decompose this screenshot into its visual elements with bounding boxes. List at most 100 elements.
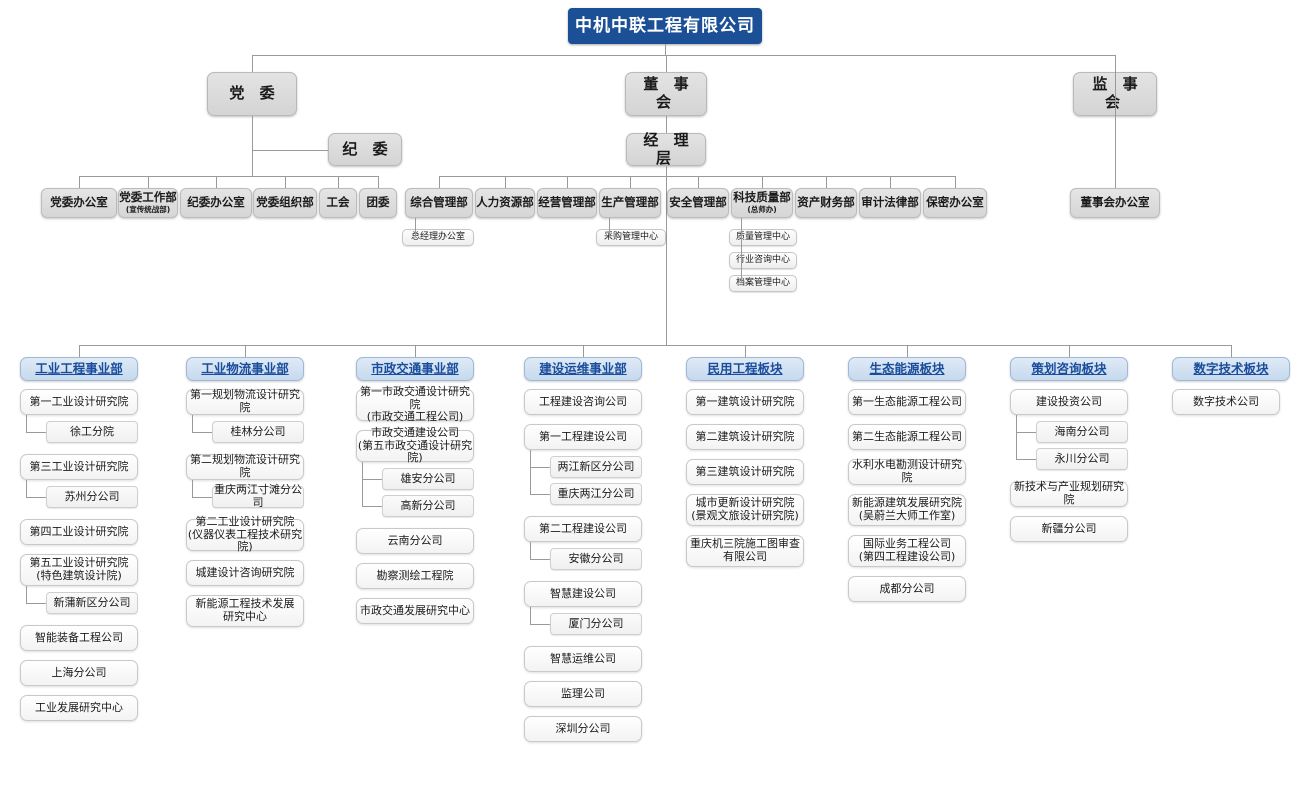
unit-box[interactable]: 新能源工程技术发展 研究中心	[186, 595, 304, 627]
unit-box[interactable]: 第一建筑设计研究院	[686, 389, 804, 415]
unit-box[interactable]: 智慧运维公司	[524, 646, 642, 672]
unit-box[interactable]: 工程建设咨询公司	[524, 389, 642, 415]
unit-box[interactable]: 第一工程建设公司	[524, 424, 642, 450]
unit-box[interactable]: 第一生态能源工程公司	[848, 389, 966, 415]
unit-box[interactable]: 新疆分公司	[1010, 516, 1128, 542]
dept-label: 纪委办公室	[187, 195, 245, 210]
unit-box[interactable]: 第二工程建设公司	[524, 516, 642, 542]
unit-box[interactable]: 水利水电勘测设计研究院	[848, 458, 966, 485]
node-center-quality[interactable]: 质量管理中心	[729, 229, 797, 246]
unit-box[interactable]: 城市更新设计研究院 (景观文旅设计研究院)	[686, 494, 804, 526]
child-box[interactable]: 徐工分院	[46, 421, 138, 443]
node-dept-party-organization[interactable]: 党委组织部	[253, 188, 317, 218]
unit-box[interactable]: 工业发展研究中心	[20, 695, 138, 721]
division-header-division-municipal-transport[interactable]: 市政交通事业部	[356, 357, 474, 381]
node-dept-youth-league[interactable]: 团委	[359, 188, 397, 218]
node-dept-confidential[interactable]: 保密办公室	[923, 188, 987, 218]
child-box[interactable]: 苏州分公司	[46, 486, 138, 508]
unit-box[interactable]: 重庆机三院施工图审查 有限公司	[686, 535, 804, 567]
unit-box[interactable]: 第二工业设计研究院 (仪器仪表工程技术研究院)	[186, 514, 304, 554]
node-dept-production[interactable]: 生产管理部	[599, 188, 661, 218]
unit-box[interactable]: 第二生态能源工程公司	[848, 424, 966, 450]
connector-line	[1016, 432, 1036, 433]
node-dept-party-office[interactable]: 党委办公室	[41, 188, 117, 218]
connector-line	[192, 497, 212, 498]
division-header-division-eco-energy[interactable]: 生态能源板块	[848, 357, 966, 381]
node-dept-human-resources[interactable]: 人力资源部	[475, 188, 535, 218]
division-header-division-construction-ops[interactable]: 建设运维事业部	[524, 357, 642, 381]
unit-box[interactable]: 监理公司	[524, 681, 642, 707]
node-management-layer[interactable]: 经 理 层	[626, 131, 706, 166]
connector-line	[252, 149, 328, 151]
node-dept-operations[interactable]: 经营管理部	[537, 188, 597, 218]
division-header-division-planning-consulting[interactable]: 策划咨询板块	[1010, 357, 1128, 381]
child-box[interactable]: 两江新区分公司	[550, 456, 642, 478]
node-discipline-committee[interactable]: 纪 委	[328, 133, 402, 166]
unit-box[interactable]: 第一规划物流设计研究院	[186, 388, 304, 415]
dept-label: 党委组织部	[256, 195, 314, 210]
child-box[interactable]: 重庆两江寸滩分公司	[212, 483, 304, 509]
unit-box[interactable]: 勘察测绘工程院	[356, 563, 474, 589]
child-box[interactable]: 安徽分公司	[550, 548, 642, 570]
node-dept-safety[interactable]: 安全管理部	[667, 188, 729, 218]
unit-box[interactable]: 国际业务工程公司 (第四工程建设公司)	[848, 535, 966, 567]
node-dept-labor-union[interactable]: 工会	[319, 188, 357, 218]
connector-line	[890, 176, 891, 188]
unit-box[interactable]: 新技术与产业规划研究院	[1010, 480, 1128, 507]
child-box[interactable]: 海南分公司	[1036, 421, 1128, 443]
unit-box[interactable]: 云南分公司	[356, 528, 474, 554]
connector-line	[666, 166, 667, 345]
child-box[interactable]: 桂林分公司	[212, 421, 304, 443]
connector-line	[26, 415, 27, 432]
unit-box[interactable]: 市政交通发展研究中心	[356, 598, 474, 624]
division-header-division-industrial-logistics[interactable]: 工业物流事业部	[186, 357, 304, 381]
unit-box[interactable]: 第一工业设计研究院	[20, 389, 138, 415]
node-center-gm-office[interactable]: 总经理办公室	[402, 229, 474, 246]
child-box[interactable]: 重庆两江分公司	[550, 483, 642, 505]
dept-label: 经营管理部	[538, 195, 596, 210]
connector-line	[245, 345, 246, 357]
division-header-division-industrial-engineering[interactable]: 工业工程事业部	[20, 357, 138, 381]
node-center-procurement[interactable]: 采购管理中心	[596, 229, 666, 246]
unit-box[interactable]: 第二规划物流设计研究院	[186, 453, 304, 480]
child-box[interactable]: 雄安分公司	[382, 468, 474, 490]
unit-box[interactable]: 上海分公司	[20, 660, 138, 686]
unit-box[interactable]: 数字技术公司	[1172, 389, 1280, 415]
child-box[interactable]: 厦门分公司	[550, 613, 642, 635]
node-dept-general-management[interactable]: 综合管理部	[405, 188, 473, 218]
unit-box[interactable]: 城建设计咨询研究院	[186, 560, 304, 586]
dept-label: 人力资源部	[476, 195, 534, 210]
child-box[interactable]: 永川分公司	[1036, 448, 1128, 470]
child-box[interactable]: 新蒲新区分公司	[46, 592, 138, 614]
connector-line	[630, 176, 631, 188]
unit-box[interactable]: 第三建筑设计研究院	[686, 459, 804, 485]
unit-box[interactable]: 第五工业设计研究院 (特色建筑设计院)	[20, 554, 138, 586]
unit-box[interactable]: 新能源建筑发展研究院 (吴蔚兰大师工作室)	[848, 494, 966, 526]
division-header-division-civil-engineering[interactable]: 民用工程板块	[686, 357, 804, 381]
node-dept-discipline-office[interactable]: 纪委办公室	[180, 188, 252, 218]
node-board-of-directors[interactable]: 董 事 会	[625, 72, 707, 116]
unit-box[interactable]: 智慧建设公司	[524, 581, 642, 607]
node-party-committee[interactable]: 党 委	[207, 72, 297, 116]
node-dept-audit-legal[interactable]: 审计法律部	[859, 188, 921, 218]
connector-line	[530, 542, 531, 559]
unit-box[interactable]: 第四工业设计研究院	[20, 519, 138, 545]
node-center-industry-advisory[interactable]: 行业咨询中心	[729, 252, 797, 269]
node-dept-asset-finance[interactable]: 资产财务部	[795, 188, 857, 218]
node-center-archives[interactable]: 档案管理中心	[729, 275, 797, 292]
unit-box[interactable]: 智能装备工程公司	[20, 625, 138, 651]
child-box[interactable]: 高新分公司	[382, 495, 474, 517]
division-header-division-digital-technology[interactable]: 数字技术板块	[1172, 357, 1290, 381]
unit-box[interactable]: 深圳分公司	[524, 716, 642, 742]
unit-box[interactable]: 第二建筑设计研究院	[686, 424, 804, 450]
unit-box[interactable]: 第三工业设计研究院	[20, 454, 138, 480]
unit-box[interactable]: 成都分公司	[848, 576, 966, 602]
node-dept-party-work[interactable]: 党委工作部(宣传统战部)	[118, 188, 178, 218]
dept-label: 生产管理部	[601, 195, 659, 210]
unit-box[interactable]: 市政交通建设公司 (第五市政交通设计研究院)	[356, 425, 474, 465]
unit-box[interactable]: 第一市政交通设计研究院 (市政交通工程公司)	[356, 385, 474, 423]
node-dept-board-office[interactable]: 董事会办公室	[1070, 188, 1160, 218]
unit-box[interactable]: 建设投资公司	[1010, 389, 1128, 415]
node-dept-science-quality[interactable]: 科技质量部(总师办)	[731, 188, 793, 218]
